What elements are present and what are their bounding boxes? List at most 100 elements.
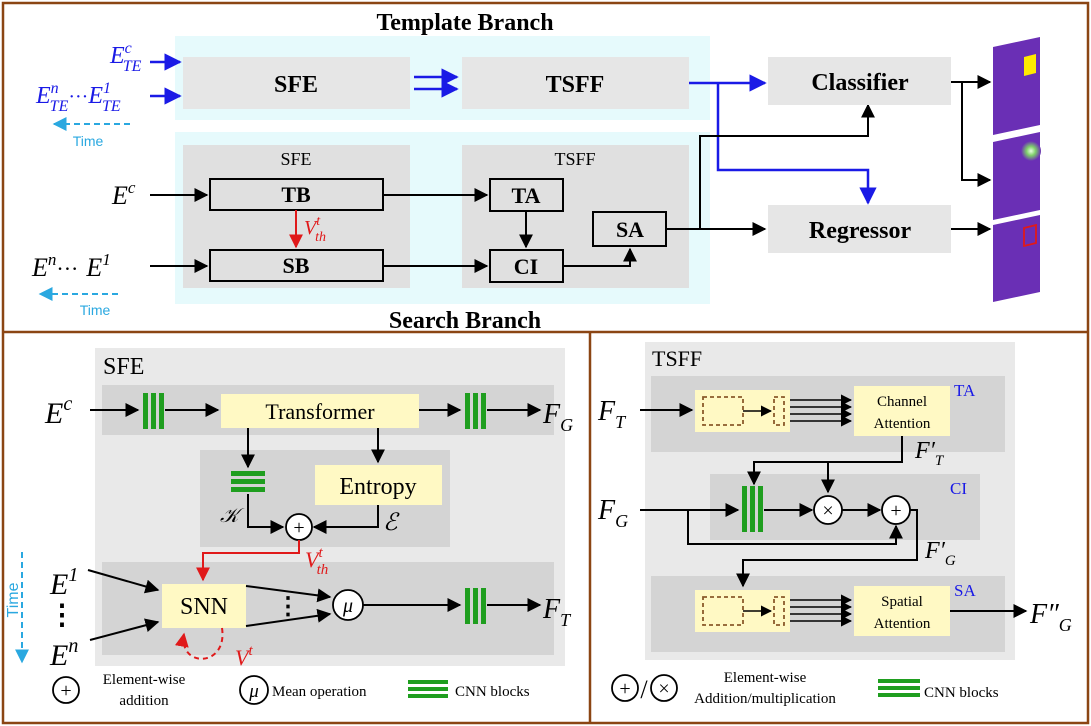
cnn-blocks-2 bbox=[465, 393, 486, 429]
spatial-attention-line2: Attention bbox=[874, 616, 931, 632]
arrow-ci-sa-row bbox=[736, 509, 918, 588]
output-red-box bbox=[1023, 223, 1037, 248]
legend-addition-line1: Element-wise bbox=[103, 672, 186, 688]
legend-mean-label: Mean operation bbox=[272, 684, 367, 700]
legend-tsff-cnn-label: CNN blocks bbox=[924, 685, 999, 701]
channel-attention-line1: Channel bbox=[877, 394, 927, 410]
cnn-blocks-4 bbox=[465, 588, 486, 624]
classifier-label: Classifier bbox=[811, 70, 909, 96]
ci-row-label: CI bbox=[950, 479, 967, 498]
snn-dots: ⋮ bbox=[276, 594, 300, 620]
classifier-block bbox=[768, 57, 951, 105]
tsff-panel-title: TSFF bbox=[652, 346, 702, 371]
arrow-e1-snn bbox=[87, 569, 160, 594]
legend-tsff-mul-symbol: × bbox=[658, 678, 669, 700]
ci-label: CI bbox=[514, 254, 538, 279]
legend-addition-symbol: + bbox=[60, 680, 71, 702]
entropy-block bbox=[315, 465, 442, 505]
input-e-seq-top: En···E1 bbox=[31, 250, 111, 282]
regressor-block bbox=[768, 205, 951, 253]
multiply-symbol: × bbox=[822, 500, 833, 522]
search-sfe-label: SFE bbox=[280, 149, 311, 169]
sa-dashed-box-small bbox=[773, 596, 785, 626]
sa-row-label: SA bbox=[954, 581, 976, 600]
template-branch-title: Template Branch bbox=[376, 10, 553, 36]
arrow-ci-sa bbox=[563, 247, 637, 267]
fgpp-label: F″G bbox=[1029, 599, 1072, 635]
sa-multi-arrows bbox=[790, 594, 853, 627]
legend-addition-line2: addition bbox=[119, 693, 169, 709]
time-label-template: Time bbox=[73, 133, 104, 149]
channel-attention-block bbox=[854, 386, 950, 436]
arrow-tsff-regressor bbox=[716, 83, 877, 205]
tb-label: TB bbox=[281, 182, 311, 207]
arrow-cnn3-plus bbox=[247, 494, 285, 534]
time-label-sfe: Time bbox=[5, 582, 22, 617]
fgp-label: F′G bbox=[924, 538, 956, 569]
tsff-input-fg: FG bbox=[597, 495, 628, 531]
arrow-entropy-plus bbox=[312, 505, 379, 534]
search-tsff-block bbox=[462, 145, 689, 288]
vt-label: Vt bbox=[235, 643, 253, 670]
search-tsff-label: TSFF bbox=[554, 149, 595, 169]
add-symbol: + bbox=[890, 500, 901, 522]
sfe-output-ft: FT bbox=[542, 594, 572, 630]
spatial-attention-block bbox=[854, 586, 950, 636]
sa-label: SA bbox=[616, 217, 644, 242]
ta-dashed-box-small bbox=[773, 396, 785, 426]
snn-block bbox=[162, 584, 246, 628]
ci-cnn-blocks bbox=[742, 486, 763, 532]
sb-label: SB bbox=[283, 253, 310, 278]
legend-tsff-cnn-icon bbox=[878, 679, 920, 697]
legend-cnn-icon bbox=[408, 680, 448, 698]
legend-cnn-label: CNN blocks bbox=[455, 684, 530, 700]
cnn-blocks-1 bbox=[143, 393, 164, 429]
arrow-snn-mu-1 bbox=[245, 585, 332, 603]
tsff-input-ft: FT bbox=[597, 396, 627, 432]
snn-label: SNN bbox=[180, 594, 228, 620]
mean-symbol: μ bbox=[342, 595, 353, 617]
arrow-en-snn bbox=[89, 618, 160, 641]
sfe-output-fg: FG bbox=[542, 399, 573, 435]
red-vth-arrow-sfe bbox=[196, 540, 300, 582]
template-tsff-block bbox=[462, 57, 689, 109]
legend-tsff-mul-icon bbox=[650, 674, 678, 702]
red-vt-loop bbox=[174, 627, 224, 660]
sfe-input-ec: Ec bbox=[44, 393, 72, 430]
sfe-input-en: En bbox=[49, 635, 78, 672]
regressor-label: Regressor bbox=[809, 218, 912, 244]
output-green-glow bbox=[1021, 141, 1041, 161]
template-sfe-block bbox=[183, 57, 410, 109]
ta-multi-arrows bbox=[790, 394, 853, 427]
ta-dashed-box-large bbox=[702, 396, 744, 426]
arrow-fg-skip bbox=[687, 510, 903, 545]
cnn-blocks-3 bbox=[231, 471, 265, 492]
legend-tsff-line1: Element-wise bbox=[724, 670, 807, 686]
output-frame-3 bbox=[993, 215, 1040, 302]
legend-mean-icon bbox=[239, 675, 269, 705]
addition-symbol: + bbox=[293, 517, 304, 539]
search-branch-title: Search Branch bbox=[389, 308, 541, 334]
entropy-label: Entropy bbox=[339, 474, 416, 500]
output-frame-1 bbox=[993, 37, 1040, 135]
sfe-input-e1: E1 bbox=[49, 564, 78, 601]
legend-addition-icon bbox=[52, 676, 80, 704]
sfe-vdots: ⋮ bbox=[48, 600, 76, 631]
ta-row-label: TA bbox=[954, 381, 976, 400]
output-yellow-box bbox=[1024, 54, 1036, 76]
ta-label: TA bbox=[512, 183, 541, 208]
legend-tsff-add-icon bbox=[611, 674, 639, 702]
legend-tsff-line2: Addition/multiplication bbox=[694, 691, 836, 707]
e-symbol: ℰ bbox=[383, 510, 400, 536]
transformer-label: Transformer bbox=[265, 399, 375, 424]
legend-tsff-add-symbol: + bbox=[619, 678, 630, 700]
spatial-attention-line1: Spatial bbox=[881, 594, 923, 610]
channel-attention-line2: Attention bbox=[874, 416, 931, 432]
